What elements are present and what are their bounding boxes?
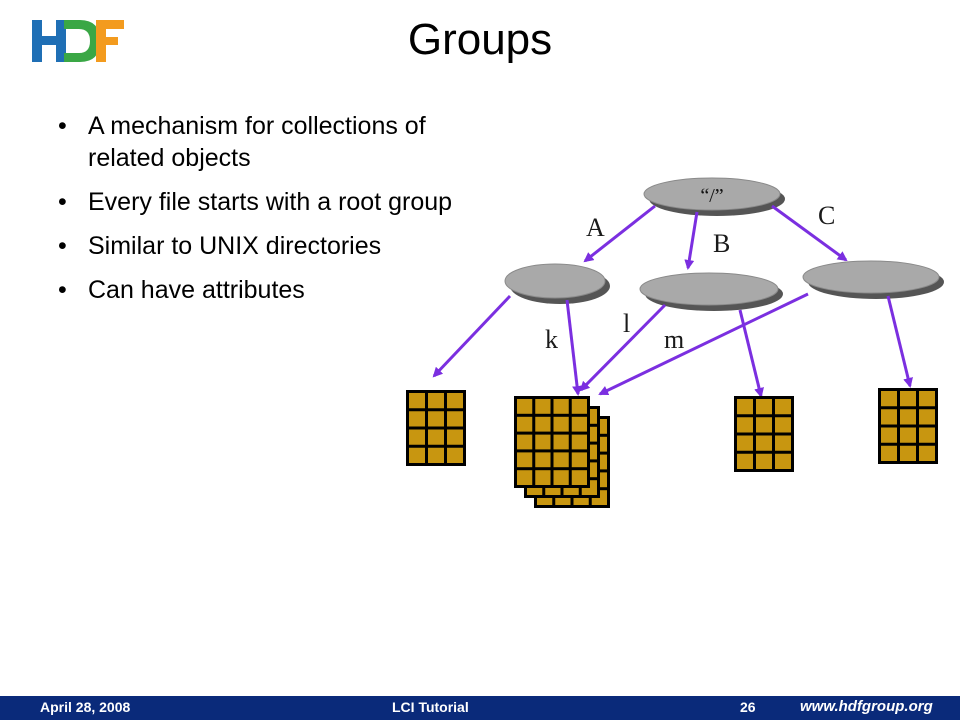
footer-url: www.hdfgroup.org (800, 698, 933, 715)
root-label: “/” (700, 185, 723, 207)
group-node-b (639, 272, 783, 311)
footer-course: LCI Tutorial (392, 699, 469, 715)
edge-from-c-2 (886, 295, 913, 388)
edge-label-c: C (818, 201, 835, 230)
edge-from-c-1 (598, 292, 809, 396)
footer-date: April 28, 2008 (40, 699, 131, 715)
dataset-grid-4 (878, 388, 938, 464)
bullet-list: •A mechanism for collections of related … (50, 110, 470, 318)
bullet-text: Every file starts with a root group (88, 188, 453, 216)
dataset-stack-front (514, 396, 590, 488)
dataset-grid-1 (406, 390, 466, 466)
edge-label-a: A (586, 213, 605, 242)
dataset-stack-middle (524, 406, 600, 498)
bullet-item: •Every file starts with a root group (58, 188, 453, 216)
group-node-c (802, 260, 944, 299)
bullet-text: A mechanism for collections of related o… (88, 112, 426, 172)
edge-b (684, 211, 699, 270)
bullet-text: Can have attributes (88, 276, 305, 304)
edge-m (738, 309, 764, 398)
edge-l (579, 303, 667, 392)
slide-title: Groups (407, 15, 553, 64)
footer-bar: April 28, 2008 LCI Tutorial 26 www.hdfgr… (0, 696, 960, 720)
bullet-item: •A mechanism for collections of related … (58, 112, 426, 172)
edge-label-k: k (545, 325, 558, 354)
dataset-grid-3 (734, 396, 794, 472)
page-number: 26 (740, 699, 756, 715)
dataset-stack-back (534, 416, 610, 508)
edge-k (565, 299, 583, 396)
edge-a (583, 204, 656, 263)
edge-label-m: m (664, 325, 684, 354)
edge-label-l: l (623, 309, 630, 338)
edge-label-b: B (713, 229, 730, 258)
bullet-text: Similar to UNIX directories (88, 232, 382, 260)
edge-c (771, 204, 848, 262)
group-node-a (504, 263, 610, 304)
bullet-item: •Can have attributes (58, 276, 305, 304)
bullet-item: •Similar to UNIX directories (58, 232, 382, 260)
root-group-node: “/” (643, 177, 785, 216)
hdf-logo (32, 20, 124, 62)
